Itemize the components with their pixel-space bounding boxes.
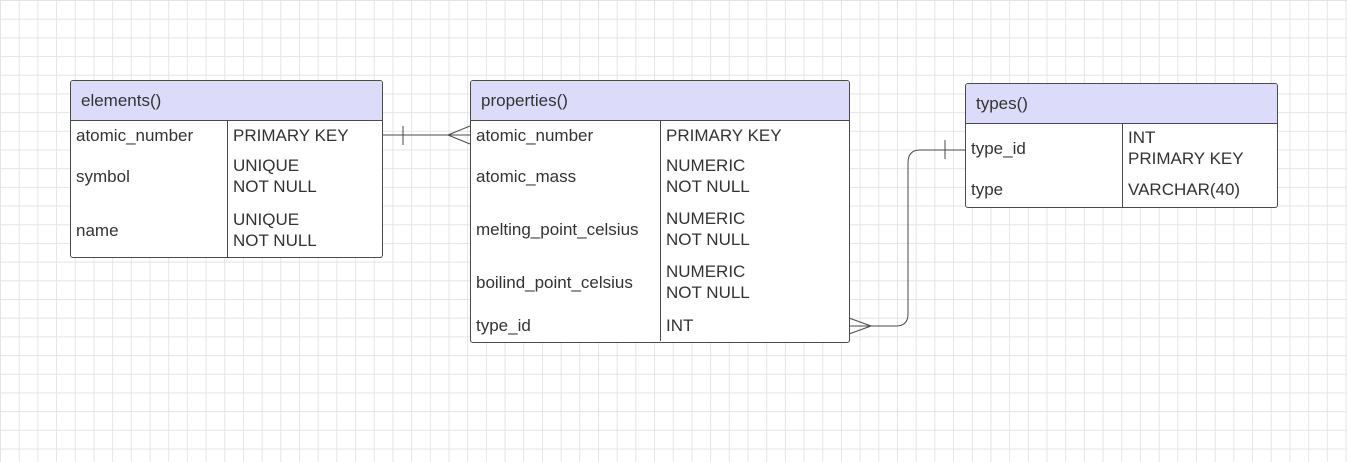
column-name: atomic_number xyxy=(476,125,594,145)
constraint-text: NOT NULL xyxy=(666,230,750,249)
constraint-text: PRIMARY KEY xyxy=(233,125,349,145)
table-row: name UNIQUE NOT NULL xyxy=(71,203,382,257)
connector-line-properties-types xyxy=(849,149,965,327)
table-row: melting_point_celsius NUMERIC NOT NULL xyxy=(471,203,849,255)
constraint-text: UNIQUE xyxy=(233,156,300,175)
entity-header: elements() xyxy=(71,81,382,121)
column-constraint: PRIMARY KEY xyxy=(661,125,782,146)
constraint-text: PRIMARY KEY xyxy=(1128,149,1244,168)
table-row: boilind_point_celsius NUMERIC NOT NULL xyxy=(471,255,849,309)
column-divider xyxy=(660,121,661,341)
constraint-text: NOT NULL xyxy=(666,177,750,196)
column-name: type_id xyxy=(971,138,1026,158)
column-constraint: VARCHAR(40) xyxy=(1123,179,1240,200)
constraint-text: NUMERIC xyxy=(666,156,746,175)
column-name: type_id xyxy=(476,315,531,335)
column-name: name xyxy=(76,220,119,240)
column-name: symbol xyxy=(76,166,130,186)
constraint-text: PRIMARY KEY xyxy=(666,125,782,145)
column-constraint: INT PRIMARY KEY xyxy=(1123,127,1244,169)
table-row: type_id INT PRIMARY KEY xyxy=(966,124,1277,172)
entity-body: atomic_number PRIMARY KEY atomic_mass NU… xyxy=(471,121,849,341)
table-row: type_id INT xyxy=(471,309,849,341)
entity-header: types() xyxy=(966,84,1277,124)
rel-elements-properties xyxy=(383,125,471,145)
constraint-text: INT xyxy=(1128,128,1156,147)
table-row: atomic_number PRIMARY KEY xyxy=(471,121,849,149)
entity-properties[interactable]: properties() atomic_number PRIMARY KEY a… xyxy=(470,80,850,343)
table-row: type VARCHAR(40) xyxy=(966,172,1277,207)
column-constraint: PRIMARY KEY xyxy=(228,125,349,146)
column-constraint: NUMERIC NOT NULL xyxy=(661,208,750,250)
column-name: melting_point_celsius xyxy=(476,219,639,239)
constraint-text: NOT NULL xyxy=(233,231,317,250)
column-divider xyxy=(1122,124,1123,207)
crowfoot-marker xyxy=(447,125,471,145)
column-constraint: INT xyxy=(661,315,693,336)
constraint-text: VARCHAR(40) xyxy=(1128,180,1241,199)
table-row: atomic_mass NUMERIC NOT NULL xyxy=(471,149,849,203)
entity-header: properties() xyxy=(471,81,849,121)
column-divider xyxy=(227,121,228,257)
column-name: atomic_number xyxy=(76,125,194,145)
table-row: symbol UNIQUE NOT NULL xyxy=(71,149,382,203)
rel-properties-types xyxy=(848,140,965,335)
column-constraint: NUMERIC NOT NULL xyxy=(661,155,750,197)
constraint-text: INT xyxy=(666,315,694,335)
constraint-text: NOT NULL xyxy=(233,177,317,196)
entity-body: type_id INT PRIMARY KEY type VARCHAR(40) xyxy=(966,124,1277,207)
entity-elements[interactable]: elements() atomic_number PRIMARY KEY sym… xyxy=(70,80,383,258)
column-constraint: UNIQUE NOT NULL xyxy=(228,155,317,197)
constraint-text: UNIQUE xyxy=(233,210,300,229)
column-constraint: NUMERIC NOT NULL xyxy=(661,261,750,303)
constraint-text: NOT NULL xyxy=(666,283,750,302)
column-name: atomic_mass xyxy=(476,166,577,186)
table-row: atomic_number PRIMARY KEY xyxy=(71,121,382,149)
crowfoot-marker xyxy=(848,317,872,335)
column-name: type xyxy=(971,180,1004,199)
column-name: boilind_point_celsius xyxy=(476,272,633,292)
constraint-text: NUMERIC xyxy=(666,209,746,228)
column-constraint: UNIQUE NOT NULL xyxy=(228,209,317,251)
constraint-text: NUMERIC xyxy=(666,262,746,281)
entity-body: atomic_number PRIMARY KEY symbol UNIQUE … xyxy=(71,121,382,257)
entity-types[interactable]: types() type_id INT PRIMARY KEY type VAR… xyxy=(965,83,1278,208)
